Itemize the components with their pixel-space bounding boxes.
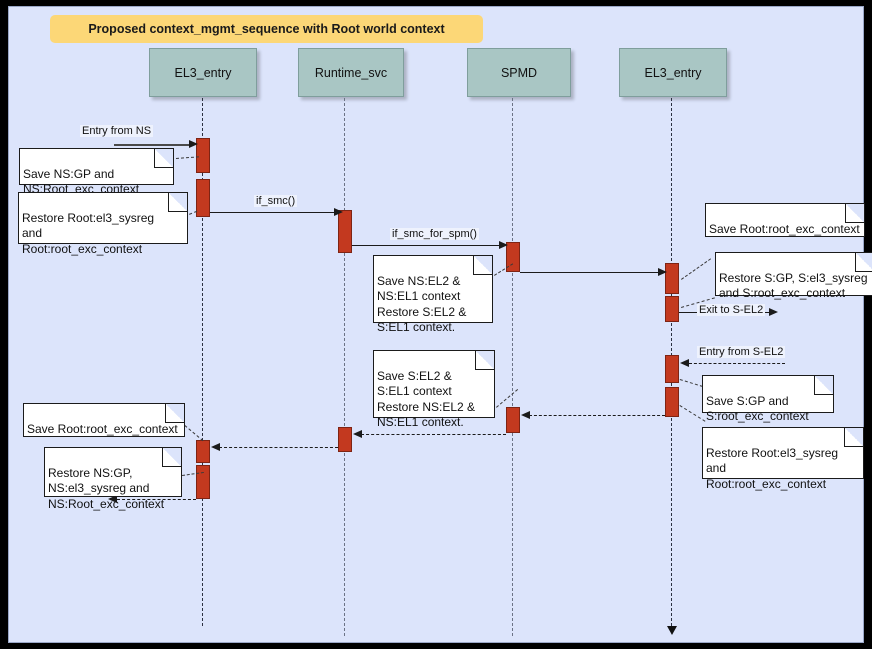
message-label-entry-from-s-el2: Entry from S-EL2 — [697, 346, 786, 358]
message-line-runtime-svc-to-el3-entry-return — [219, 447, 338, 448]
arrow-head-icon — [211, 442, 220, 451]
note-fold-corner-icon — [855, 253, 872, 272]
actor-box-el3-entry-right[interactable]: EL3_entry — [619, 48, 727, 97]
note-fold-corner-icon — [165, 404, 184, 423]
note-leader-line — [184, 425, 204, 442]
note-leader-line — [681, 258, 712, 280]
message-line-exit-to-ns — [117, 499, 196, 500]
note-leader-line — [679, 379, 703, 387]
note-fold-corner-icon — [845, 204, 864, 223]
lifeline-runtime-svc — [344, 98, 345, 636]
arrow-head-icon — [769, 307, 778, 316]
message-line-entry-from-s-el2 — [689, 363, 785, 364]
note-save-s-el2-restore-ns-el2: Save S:EL2 & S:EL1 context Restore NS:EL… — [373, 350, 495, 429]
actor-label: Runtime_svc — [314, 65, 388, 80]
diagram-title-banner: Proposed context_mgmt_sequence with Root… — [50, 15, 483, 43]
actor-label: EL3_entry — [174, 65, 232, 80]
note-text: Restore S:GP, S:el3_sysreg and S:root_ex… — [719, 270, 868, 301]
note-text: Save Root:root_exc_context — [27, 421, 178, 436]
note-restore-s-gp: Restore S:GP, S:el3_sysreg and S:root_ex… — [715, 252, 872, 300]
note-fold-corner-icon — [473, 256, 492, 275]
activation-bar — [196, 138, 210, 173]
note-fold-corner-icon — [814, 376, 833, 395]
activation-bar — [196, 465, 210, 499]
note-save-ns-gp: Save NS:GP and NS:Root_exc_context — [19, 148, 174, 196]
note-save-ns-el2-restore-s-el2: Save NS:EL2 & NS:EL1 context Restore S:E… — [373, 255, 493, 334]
note-save-s-gp: Save S:GP and S:root_exc_context — [702, 375, 834, 423]
note-text: Save Root:root_exc_context — [709, 221, 860, 236]
note-fold-corner-icon — [168, 193, 187, 212]
note-text: Restore Root:el3_sysreg and Root:root_ex… — [22, 210, 155, 256]
message-label-if-smc-for-spm: if_smc_for_spm() — [390, 228, 479, 240]
actor-box-el3-entry-left[interactable]: EL3_entry — [149, 48, 257, 97]
activation-bar — [196, 179, 210, 217]
message-line-if-smc-for-spm — [352, 245, 502, 246]
note-fold-corner-icon — [475, 351, 494, 370]
arrow-head-icon — [658, 267, 667, 276]
note-save-root-exc-context-top: Save Root:root_exc_context — [705, 203, 865, 237]
note-restore-root-el3-sysreg-top: Restore Root:el3_sysreg and Root:root_ex… — [18, 192, 188, 256]
arrow-head-icon — [353, 429, 362, 438]
note-text: Save S:GP and S:root_exc_context — [706, 393, 809, 424]
activation-bar — [196, 440, 210, 463]
note-text: Restore Root:el3_sysreg and Root:root_ex… — [706, 445, 839, 491]
message-line-spmd-to-el3-entry — [520, 272, 662, 273]
note-restore-root-el3-sysreg-bottom: Restore Root:el3_sysreg and Root:root_ex… — [702, 427, 864, 491]
message-line-spmd-to-runtime-svc-return — [361, 434, 506, 435]
activation-bar — [506, 242, 520, 272]
message-label-if-smc: if_smc() — [254, 195, 298, 207]
activation-bar — [338, 210, 352, 253]
arrow-head-icon — [499, 240, 508, 249]
actor-label: EL3_entry — [644, 65, 702, 80]
arrow-head-icon — [680, 358, 689, 367]
activation-bar — [665, 355, 679, 383]
arrow-head-icon — [189, 139, 198, 148]
message-line-el3-entry-to-spmd-return — [529, 415, 665, 416]
note-text: Save NS:EL2 & NS:EL1 context Restore S:E… — [377, 273, 467, 335]
activation-bar — [665, 387, 679, 417]
note-restore-ns-gp: Restore NS:GP, NS:el3_sysreg and NS:Root… — [44, 447, 182, 511]
actor-box-runtime-svc[interactable]: Runtime_svc — [298, 48, 404, 97]
actor-label: SPMD — [500, 65, 538, 80]
diagram-title: Proposed context_mgmt_sequence with Root… — [88, 22, 445, 36]
note-save-root-exc-context-bottom: Save Root:root_exc_context — [23, 403, 185, 437]
note-leader-line — [496, 389, 519, 408]
lifeline-spmd — [512, 98, 513, 636]
activation-bar — [338, 427, 352, 452]
activation-bar — [665, 263, 679, 294]
message-line-if-smc — [210, 212, 337, 213]
lifeline-end-arrow-icon — [667, 626, 677, 635]
note-text: Save S:EL2 & S:EL1 context Restore NS:EL… — [377, 368, 476, 430]
note-fold-corner-icon — [162, 448, 181, 467]
message-label-exit-to-s-el2: Exit to S-EL2 — [697, 304, 766, 316]
diagram-board: Proposed context_mgmt_sequence with Root… — [8, 6, 872, 643]
note-fold-corner-icon — [154, 149, 173, 168]
arrow-head-icon — [334, 207, 343, 216]
message-line-entry-from-ns — [114, 144, 192, 146]
lifeline-el3-entry-left — [202, 98, 203, 626]
activation-bar — [665, 296, 679, 322]
message-label-entry-from-ns: Entry from NS — [80, 125, 154, 137]
note-text: Restore NS:GP, NS:el3_sysreg and NS:Root… — [48, 465, 165, 511]
arrow-head-icon — [521, 410, 530, 419]
arrow-head-icon — [108, 494, 117, 503]
note-fold-corner-icon — [844, 428, 863, 447]
actor-box-spmd[interactable]: SPMD — [467, 48, 571, 97]
activation-bar — [506, 407, 520, 433]
